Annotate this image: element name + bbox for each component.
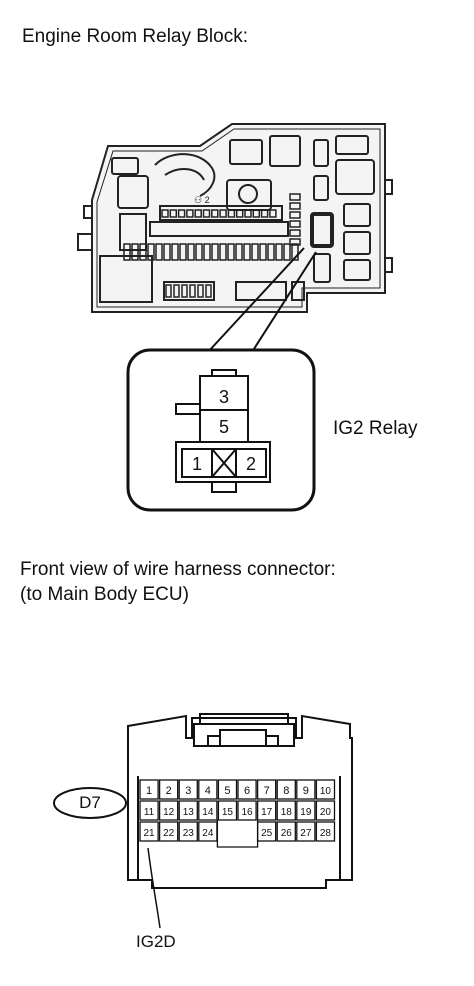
d7-terminal-number: 8 (283, 785, 289, 797)
d7-terminal-number: 3 (185, 785, 191, 797)
d7-terminal-number: 21 (143, 828, 155, 839)
d7-terminal-cell (158, 821, 179, 842)
d7-terminal-number: 16 (241, 807, 253, 818)
d7-terminal-number: 25 (261, 828, 273, 839)
d7-terminal-number: 1 (146, 785, 152, 797)
relay-block-drawing: ⚇ 2 (77, 123, 393, 313)
relay-pin-2: 2 (246, 454, 256, 474)
d7-terminal-cell (315, 800, 336, 821)
d7-terminal-number: 24 (202, 828, 214, 839)
d7-terminal-number: 9 (303, 785, 309, 797)
relay-pin-1: 1 (192, 454, 202, 474)
d7-terminal-cell (315, 821, 336, 842)
d7-terminal-cell (139, 779, 159, 800)
d7-grid-recess (216, 820, 259, 848)
svg-text:⚇ 2: ⚇ 2 (194, 195, 210, 205)
d7-terminal-number: 6 (244, 785, 250, 797)
d7-terminal-number: 23 (183, 828, 195, 839)
d7-terminal-cell (178, 779, 198, 800)
connector-code-ellipse (53, 787, 127, 819)
d7-terminal-number: 26 (281, 828, 293, 839)
d7-terminal-number: 10 (320, 786, 332, 797)
d7-terminal-number: 4 (205, 785, 211, 797)
d7-terminal-cell (315, 779, 336, 800)
d7-terminal-number: 28 (320, 828, 332, 839)
d7-terminal-cell (158, 800, 179, 821)
d7-terminal-cell (178, 800, 198, 821)
ig2-relay-label: IG2 Relay (333, 418, 418, 439)
connector-code-label: D7 (79, 793, 101, 812)
relay-block-title: Engine Room Relay Block: (22, 26, 248, 47)
d7-terminal-cell (158, 779, 179, 800)
ig2-relay-connector (175, 369, 271, 493)
d7-terminal-number: 13 (183, 807, 195, 818)
d7-terminal-number: 5 (224, 785, 230, 797)
d7-terminal-cell (198, 779, 218, 800)
d7-terminal-cell (296, 779, 316, 800)
d7-terminal-number: 22 (163, 828, 175, 839)
connector-title: Front view of wire harness connector: (t… (20, 557, 336, 607)
d7-terminal-number: 27 (300, 828, 312, 839)
d7-terminal-cell (276, 800, 296, 821)
d7-connector-body (127, 713, 353, 889)
relay-pin-5: 5 (219, 417, 229, 437)
d7-terminal-cell (139, 821, 159, 842)
d7-terminal-cell (296, 800, 316, 821)
d7-terminal-number: 7 (264, 785, 270, 797)
d7-terminal-number: 17 (261, 807, 273, 818)
connector-title-line1: Front view of wire harness connector: (20, 559, 336, 580)
d7-terminal-number: 20 (320, 807, 332, 818)
d7-terminal-cell (139, 800, 159, 821)
d7-terminal-cell (217, 800, 238, 821)
d7-terminal-number: 11 (144, 807, 155, 818)
d7-terminal-number: 2 (166, 785, 172, 797)
relay-pin-3: 3 (219, 387, 229, 407)
d7-terminal-cell (198, 800, 218, 821)
d7-terminal-cell (276, 779, 296, 800)
d7-terminal-cell (178, 821, 198, 842)
callout-lines (207, 247, 317, 353)
d7-terminal-number: 18 (281, 807, 293, 818)
d7-terminal-cell (217, 779, 238, 800)
d7-terminal-number: 12 (163, 807, 175, 818)
ig2d-leader-line (147, 847, 161, 929)
ig2d-terminal-label: IG2D (136, 932, 176, 951)
d7-terminal-cell (237, 779, 257, 800)
d7-terminal-number: 15 (222, 807, 234, 818)
d7-terminal-cell (256, 779, 277, 800)
d7-terminal-number: 14 (202, 807, 214, 818)
d7-terminal-number: 19 (300, 807, 312, 818)
d7-terminal-cell (256, 800, 277, 821)
connector-title-line2: (to Main Body ECU) (20, 584, 189, 605)
d7-terminal-cell (276, 821, 296, 842)
d7-terminal-cell (296, 821, 316, 842)
d7-terminal-cell (237, 800, 257, 821)
